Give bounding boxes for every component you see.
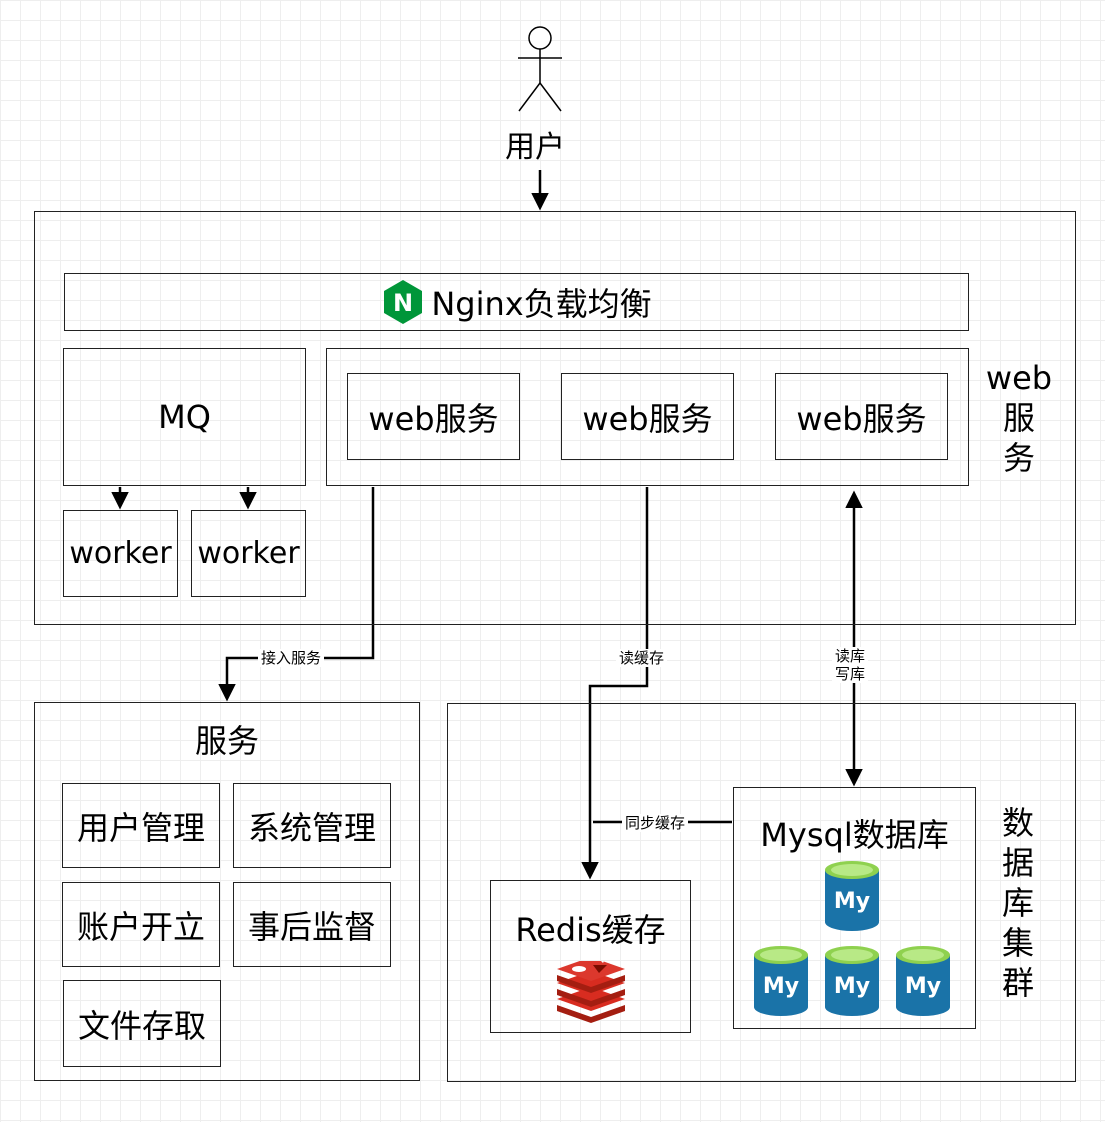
user-label: 用户 (505, 130, 565, 165)
service-post-supervision: 事后监督 (233, 882, 391, 967)
read-cache-edge (581, 487, 649, 880)
web-cluster-label-line: 务 (1002, 439, 1035, 477)
web-cluster-label-line: 服 (1002, 399, 1035, 437)
web-service-1-box: web服务 (347, 373, 520, 460)
user-actor-icon (518, 26, 562, 112)
nginx-label: Nginx负载均衡 (431, 285, 652, 323)
services-title: 服务 (194, 722, 259, 760)
services-container (34, 702, 420, 1081)
redis-logo-icon (557, 961, 625, 1023)
nginx-logo-icon: N (384, 280, 423, 324)
redis-cache-box: Redis缓存 (490, 880, 691, 1033)
service-account-opening: 账户开立 (62, 882, 220, 967)
db-cluster-label-line: 集 (1001, 924, 1034, 962)
mysql-db-icon: My (825, 946, 879, 1016)
web-cluster-label-line: web (985, 359, 1053, 397)
write-db-label: 写库 (835, 665, 866, 683)
svg-text:N: N (393, 289, 413, 317)
access-service-label: 接入服务 (258, 649, 325, 667)
mysql-db-icon: My (825, 861, 879, 931)
web-cluster-label: web 服 务 (985, 358, 1053, 478)
web-service-3-box: web服务 (775, 373, 948, 460)
sync-cache-label: 同步缓存 (622, 814, 689, 832)
mysql-db-icon: My (896, 946, 950, 1016)
service-user-management: 用户管理 (62, 783, 220, 868)
web-services-group (326, 348, 969, 486)
mq-box: MQ (63, 348, 306, 486)
worker-1-box: worker (63, 510, 178, 597)
db-cluster-label-line: 群 (1001, 964, 1034, 1002)
db-cluster-label: 数 据 库 集 群 (985, 803, 1051, 1003)
svg-text:My: My (763, 974, 799, 999)
service-file-access: 文件存取 (63, 980, 221, 1067)
mysql-db-icon: My (754, 946, 808, 1016)
read-db-label: 读库 (835, 647, 866, 665)
db-cluster-label-line: 据 (1001, 844, 1034, 882)
db-cluster-label-line: 数 (1001, 804, 1034, 842)
db-cluster-label-line: 库 (1001, 884, 1034, 922)
svg-text:My: My (905, 974, 941, 999)
redis-cache-label: Redis缓存 (515, 911, 666, 949)
worker-2-box: worker (191, 510, 306, 597)
nginx-load-balancer: N Nginx负载均衡 (64, 273, 969, 331)
read-write-db-label: 读库 写库 (832, 647, 869, 683)
mysql-database-box: Mysql数据库 (733, 787, 976, 1029)
db-cluster-container (447, 703, 1076, 1082)
svg-text:My: My (834, 889, 870, 914)
service-system-management: 系统管理 (233, 783, 391, 868)
mysql-database-label: Mysql数据库 (760, 816, 949, 854)
svg-text:My: My (834, 974, 870, 999)
web-cluster-container (34, 211, 1076, 625)
web-service-2-box: web服务 (561, 373, 734, 460)
read-cache-label: 读缓存 (616, 649, 668, 667)
